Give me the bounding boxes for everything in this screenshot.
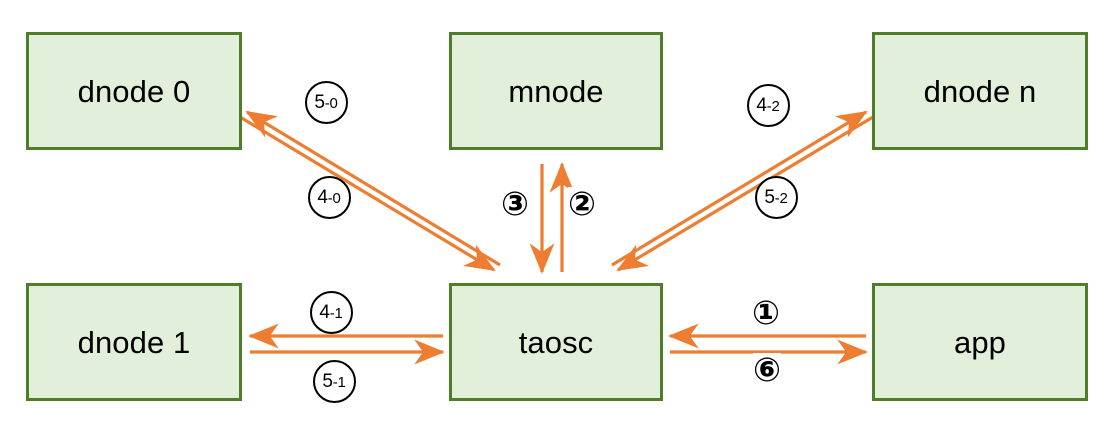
node-label-mnode: mnode [508, 73, 604, 109]
edge-badge-5-1-text: 5-1 [322, 370, 346, 392]
edge-badge-5-0-text: 5-0 [314, 91, 338, 113]
edge-badge-5-2: 5-2 [754, 175, 798, 219]
edge-badge-4-0: 4-0 [307, 175, 351, 219]
edge-badge-4-2: 4-2 [746, 83, 790, 127]
node-label-dnode1: dnode 1 [77, 324, 191, 360]
edge-badge-4-0-sub: -0 [327, 189, 341, 207]
edge-badge-5-0-sub: -0 [324, 94, 338, 112]
node-label-app: app [953, 324, 1007, 360]
node-app[interactable]: app [872, 283, 1088, 401]
node-dnoden[interactable]: dnode n [872, 32, 1088, 150]
node-taosc[interactable]: taosc [449, 283, 663, 401]
edge-badge-5-0: 5-0 [304, 80, 348, 124]
edge-badge-5-1-sub: -1 [332, 373, 346, 391]
edge-badge-5-2-text: 5-2 [764, 186, 788, 208]
edge-badge-5-1-main: 5 [322, 370, 333, 392]
edge-badge-4-1-sub: -1 [329, 304, 343, 322]
edge-badge-4-2-sub: -2 [766, 97, 780, 115]
edge-badge-5-2-sub: -2 [774, 189, 788, 207]
edge-badge-6: ⑥ [753, 350, 781, 389]
node-dnode0[interactable]: dnode 0 [26, 32, 242, 150]
edge-badge-4-2-text: 4-2 [756, 94, 780, 116]
edge-badge-2: ② [568, 184, 596, 223]
edge-badge-4-0-text: 4-0 [317, 186, 341, 208]
node-label-taosc: taosc [518, 324, 594, 360]
node-mnode[interactable]: mnode [449, 32, 663, 150]
edge-badge-4-0-main: 4 [317, 186, 328, 208]
node-dnode1[interactable]: dnode 1 [26, 283, 242, 401]
edge-badge-4-2-main: 4 [756, 94, 767, 116]
edge-badge-3: ③ [501, 184, 529, 223]
edge-badge-5-1: 5-1 [312, 359, 356, 403]
edge-badge-4-1-main: 4 [319, 301, 330, 323]
edge-badge-4-1-text: 4-1 [319, 301, 343, 323]
edge-badge-5-2-main: 5 [764, 186, 775, 208]
node-label-dnode0: dnode 0 [77, 73, 191, 109]
node-label-dnoden: dnode n [923, 73, 1037, 109]
edge-badge-1: ① [752, 293, 780, 332]
edge-badge-4-1: 4-1 [309, 290, 353, 334]
edge-badge-5-0-main: 5 [314, 91, 325, 113]
